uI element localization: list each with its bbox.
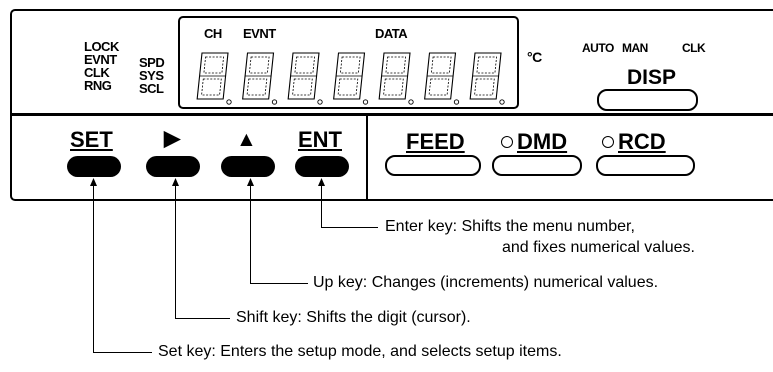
- enter-key-callout-line1: Enter key: Shifts the menu number,: [385, 218, 635, 235]
- dmd-key[interactable]: [492, 155, 582, 176]
- lcd-decimal-point: [271, 99, 278, 105]
- lcd-digit: [469, 52, 502, 100]
- set-key-label: SET: [70, 127, 113, 152]
- up-key-label: ▲: [236, 128, 257, 151]
- set-key-callout: Set key: Enters the setup mode, and sele…: [158, 343, 562, 360]
- lcd-decimal-point: [499, 99, 505, 105]
- lcd-decimal-point: [453, 99, 460, 105]
- spd-label: SPD: [139, 55, 165, 70]
- feed-key[interactable]: [385, 155, 481, 176]
- panel-divider-vertical: [366, 114, 368, 201]
- shift-key-label: ▶: [164, 127, 181, 150]
- scl-label: SCL: [139, 81, 164, 96]
- sys-label: SYS: [139, 68, 164, 83]
- ent-key-label: ENT: [298, 127, 342, 152]
- clk-mode-label: CLK: [682, 41, 706, 55]
- lcd-digit: [242, 52, 275, 100]
- panel-divider-horizontal: [10, 113, 773, 116]
- clk-status-label: CLK: [84, 65, 110, 80]
- shift-key-callout: Shift key: Shifts the digit (cursor).: [236, 309, 471, 326]
- enter-key-callout-line2: and fixes numerical values.: [502, 239, 695, 256]
- lcd-decimal-point: [408, 99, 414, 105]
- lcd-digit: [196, 52, 229, 100]
- ent-key[interactable]: [295, 156, 349, 177]
- dmd-indicator-icon: [501, 136, 513, 148]
- lcd-decimal-point: [226, 99, 232, 105]
- lcd-digit: [333, 52, 366, 100]
- disp-button[interactable]: [597, 89, 698, 111]
- dmd-key-label: DMD: [501, 131, 567, 153]
- lcd-decimal-point: [317, 99, 323, 105]
- seven-segment-digits: [196, 52, 505, 105]
- ch-label: CH: [204, 26, 222, 41]
- celsius-unit-label: °C: [527, 49, 542, 65]
- lcd-display: [178, 16, 519, 109]
- rcd-indicator-icon: [602, 136, 614, 148]
- evnt-display-label: EVNT: [243, 26, 276, 41]
- lcd-digit: [378, 52, 411, 100]
- man-label: MAN: [622, 41, 648, 55]
- up-key[interactable]: [221, 156, 275, 177]
- set-key[interactable]: [67, 156, 121, 177]
- instrument-panel: [10, 9, 773, 201]
- rcd-key-label: RCD: [602, 131, 666, 153]
- lock-label: LOCK: [84, 39, 119, 54]
- up-key-callout: Up key: Changes (increments) numerical v…: [313, 274, 659, 291]
- evnt-status-label: EVNT: [84, 52, 117, 67]
- lcd-decimal-point: [362, 99, 369, 105]
- rng-label: RNG: [84, 78, 112, 93]
- disp-label: DISP: [627, 66, 677, 89]
- auto-label: AUTO: [582, 41, 614, 55]
- data-label: DATA: [375, 26, 408, 41]
- feed-key-label: FEED: [406, 129, 465, 154]
- shift-key[interactable]: [146, 156, 200, 177]
- rcd-key[interactable]: [596, 155, 695, 176]
